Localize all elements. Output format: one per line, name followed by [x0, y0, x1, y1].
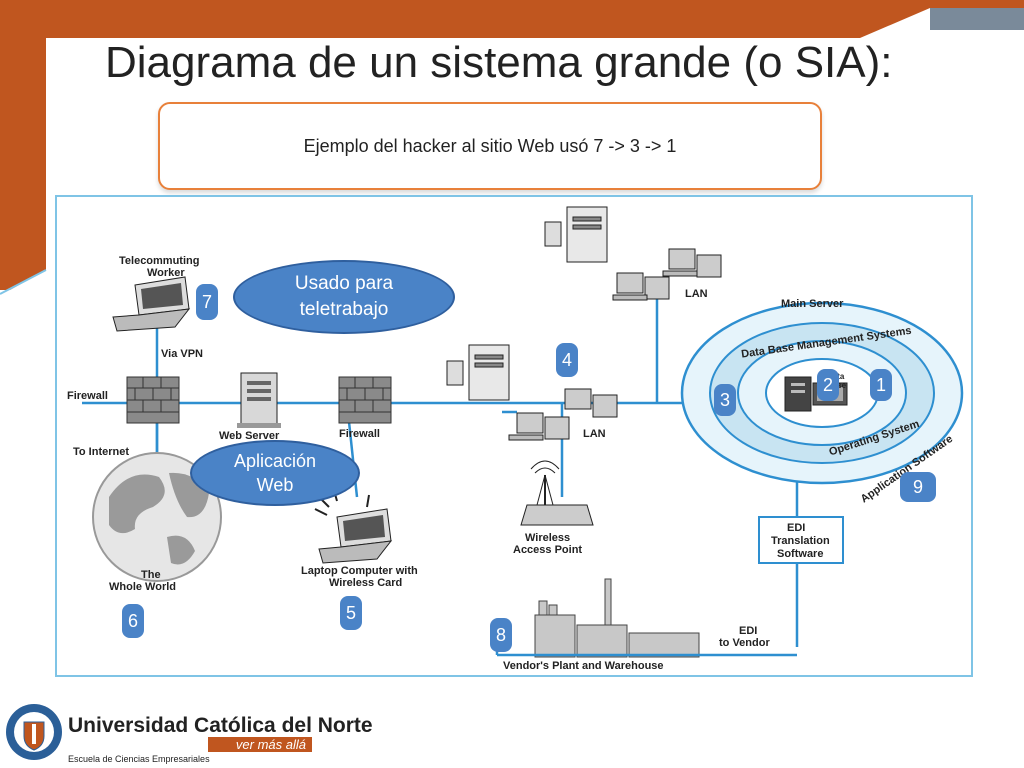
wireless-laptop-icon — [314, 486, 393, 564]
badge-8: 8 — [490, 618, 512, 652]
label-world-1: The — [141, 569, 161, 581]
lan-top-computers-icon — [544, 206, 722, 301]
label-edi-3: Software — [777, 548, 823, 560]
firewall-mid-icon — [338, 376, 392, 424]
slide-title: Diagrama de un sistema grande (o SIA): — [105, 38, 893, 87]
label-edi-vendor-1: EDI — [739, 625, 757, 637]
label-wireless-ap-2: Access Point — [513, 544, 582, 556]
footer-tagline: ver más allá — [208, 737, 312, 752]
label-to-internet: To Internet — [73, 446, 129, 458]
label-web-server: Web Server — [219, 430, 280, 442]
label-firewall-left: Firewall — [67, 390, 108, 402]
lan-mid-computers-icon — [446, 344, 618, 441]
oval-aplicacion-web-text: Aplicación Web — [233, 451, 317, 495]
wireless-access-point-icon — [520, 460, 594, 526]
label-wireless-ap-1: Wireless — [525, 532, 570, 544]
network-diagram-svg: Telecommuting Worker Via VPN Firewall To… — [67, 206, 964, 672]
university-seal-logo — [6, 704, 62, 760]
badge-7: 7 — [196, 284, 218, 320]
label-edi-vendor-2: to Vendor — [719, 637, 770, 649]
edi-box — [758, 516, 844, 564]
label-world-2: Whole World — [109, 581, 176, 593]
badge-5: 5 — [340, 596, 362, 630]
network-diagram: Telecommuting Worker Via VPN Firewall To… — [55, 195, 973, 677]
label-vendor-plant: Vendor's Plant and Warehouse — [503, 660, 664, 672]
label-main-server: Main Server — [781, 298, 844, 310]
badge-2: 2 — [817, 369, 839, 401]
label-edi-2: Translation — [771, 535, 830, 547]
label-telecommuting-2: Worker — [147, 267, 185, 279]
badge-4: 4 — [556, 343, 578, 377]
label-lan-mid: LAN — [583, 428, 606, 440]
label-edi-1: EDI — [787, 522, 805, 534]
footer-school-name: Escuela de Ciencias Empresariales — [68, 754, 210, 764]
label-firewall-mid: Firewall — [339, 428, 380, 440]
oval-teletrabajo: Usado para teletrabajo — [233, 260, 455, 334]
globe-icon — [92, 452, 222, 582]
label-laptop-2: Wireless Card — [329, 577, 402, 589]
label-telecommuting-1: Telecommuting — [119, 255, 199, 267]
vendor-plant-icon — [534, 578, 700, 658]
web-server-icon — [237, 372, 281, 428]
label-via-vpn: Via VPN — [161, 348, 203, 360]
slide-frame-decoration — [0, 0, 1024, 295]
badge-1: 1 — [870, 369, 892, 401]
label-laptop-1: Laptop Computer with — [301, 565, 418, 577]
footer-university-name: Universidad Católica del Norte — [68, 714, 373, 737]
oval-teletrabajo-text: Usado para teletrabajo — [294, 273, 394, 320]
badge-6: 6 — [122, 604, 144, 638]
callout-text: Ejemplo del hacker al sitio Web usó 7 ->… — [303, 135, 677, 156]
oval-aplicacion-web: Aplicación Web — [190, 440, 360, 506]
callout-box: Ejemplo del hacker al sitio Web usó 7 ->… — [158, 102, 822, 190]
label-lan-top: LAN — [685, 288, 708, 300]
telecommuting-laptop-icon — [112, 276, 191, 332]
badge-3: 3 — [714, 384, 736, 416]
badge-9: 9 — [900, 472, 936, 502]
firewall-left-icon — [126, 376, 180, 424]
